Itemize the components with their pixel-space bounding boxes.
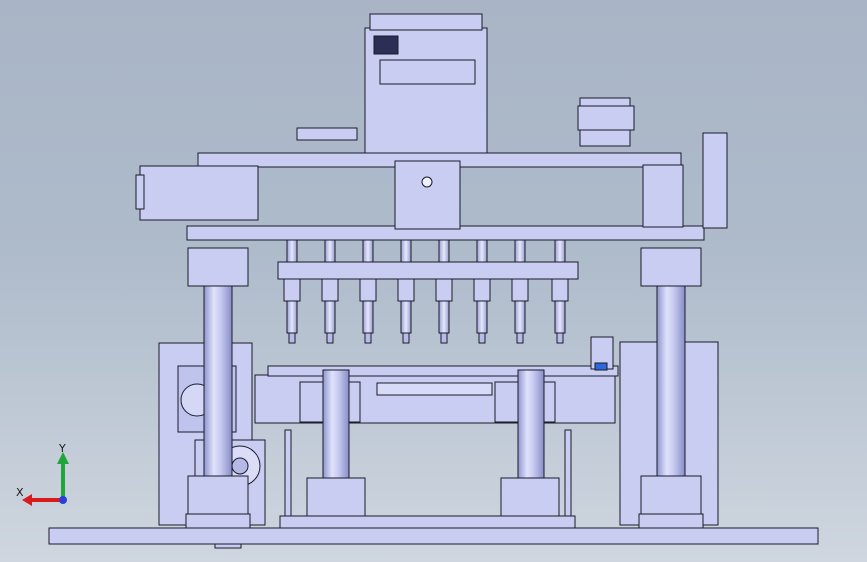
frame-rail-top [267,365,619,377]
column-right-top-block [640,247,702,287]
thin-rod-1 [284,429,292,521]
nozzle-stem [438,239,450,263]
nozzle-stem [554,239,566,263]
nozzle-stem [476,239,488,263]
valve-manifold [379,59,476,85]
cad-assembly [48,13,819,549]
mid-post-2-foot [500,477,560,519]
nozzle-tip [402,332,410,344]
column-right-base [638,513,704,529]
nozzle-body [362,300,374,334]
right-guide-block [642,164,684,228]
column-right [656,281,686,479]
base-rail [279,515,576,529]
nozzle-tip [478,332,486,344]
mid-post-2 [517,369,545,481]
y-axis-arrowhead [57,452,69,464]
nozzle-tip [516,332,524,344]
control-box-cap [369,13,483,31]
y-axis-label: Y [58,442,66,455]
nozzle-tip [556,332,564,344]
nozzle-body [476,300,488,334]
slider-knob [421,176,433,188]
nozzle-body [554,300,566,334]
column-left-top-block [187,247,249,287]
base-foot [214,543,242,549]
nozzle-body [286,300,298,334]
x-axis-label: X [16,486,24,499]
nozzle-collar [283,278,301,302]
mid-post-1-foot [306,477,366,519]
nozzle-tip [288,332,296,344]
cable-chain [702,132,728,229]
mid-post-1 [322,369,350,481]
side-motor-cap [135,174,145,210]
nozzle-stem [324,239,336,263]
lower-gear-hub [231,457,249,475]
nozzle-collar [551,278,569,302]
nozzle-body [324,300,336,334]
small-actuator-led [594,362,608,371]
nozzle-carrier [277,261,579,280]
nozzle-array [283,239,569,344]
nozzle-body [438,300,450,334]
nozzle-collar [321,278,339,302]
nozzle-collar [511,278,529,302]
column-left-base [185,513,251,529]
rail-window [376,382,493,396]
nozzle-tip [440,332,448,344]
x-axis-arrowhead [22,494,32,506]
nozzle-stem [362,239,374,263]
z-axis-dot [59,496,67,504]
nozzle-collar [473,278,491,302]
nozzle-body [400,300,412,334]
nozzle-stem [400,239,412,263]
nozzle-tip [326,332,334,344]
nozzle-body [514,300,526,334]
slider-block [394,160,461,230]
nozzle-collar [359,278,377,302]
nozzle-stem [514,239,526,263]
nozzle-tip [364,332,372,344]
base-plate [48,527,819,545]
nozzle-stem [286,239,298,263]
column-right-foot [640,475,702,517]
column-left [203,281,233,479]
valve-right-top [577,105,635,131]
coordinate-triad: Y X [16,442,69,506]
air-fitting-left [296,127,358,141]
thin-rod-2 [564,429,572,521]
side-motor [139,165,259,221]
nozzle-collar [435,278,453,302]
nozzle-collar [397,278,415,302]
display-window [373,35,399,55]
column-left-foot [187,475,249,517]
